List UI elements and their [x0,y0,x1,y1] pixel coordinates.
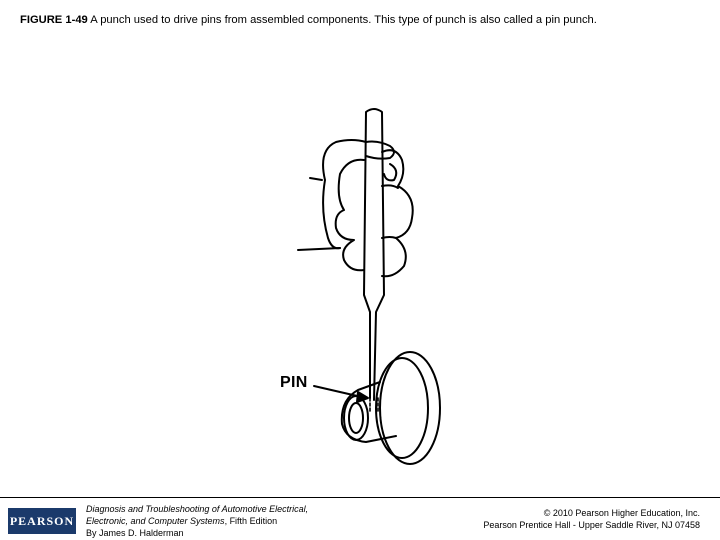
pin-label: PIN [280,374,308,391]
pearson-logo: PEARSON [8,508,76,534]
hand-fist [322,139,414,278]
book-title-line1: Diagnosis and Troubleshooting of Automot… [86,504,309,514]
book-edition: , Fifth Edition [224,516,278,526]
pin-outline [369,397,379,413]
book-title-line2-wrapper: Electronic, and Computer Systems, Fifth … [86,515,308,527]
component-rim-inner [375,357,429,459]
pin-arrow-head [356,391,369,403]
pin-punch-illustration [270,100,460,480]
book-info: Diagnosis and Troubleshooting of Automot… [86,503,308,539]
copyright-notice: © 2010 Pearson Higher Education, Inc. Pe… [483,507,700,531]
caption-text: A punch used to drive pins from assemble… [87,14,597,26]
copyright-line2: Pearson Prentice Hall - Upper Saddle Riv… [483,520,700,530]
hand-thumb [365,140,395,160]
component-rim [379,351,441,465]
wrist-upper-line [309,177,323,181]
figure-caption: FIGURE 1-49 A punch used to drive pins f… [20,13,700,27]
component-bore-inner [348,402,364,434]
book-author: By James D. Halderman [86,528,184,538]
finger-crease-2 [381,236,397,239]
wrist-lower-line [297,247,341,251]
logo-text: PEARSON [9,513,75,528]
finger-crease-1 [381,184,399,189]
copyright-line1: © 2010 Pearson Higher Education, Inc. [543,508,700,518]
punch-shaft [363,108,385,401]
book-title-line2: Electronic, and Computer Systems [86,516,225,526]
footer-divider [0,497,720,498]
fingernail [383,163,398,182]
figure-label: FIGURE 1-49 [20,14,88,26]
